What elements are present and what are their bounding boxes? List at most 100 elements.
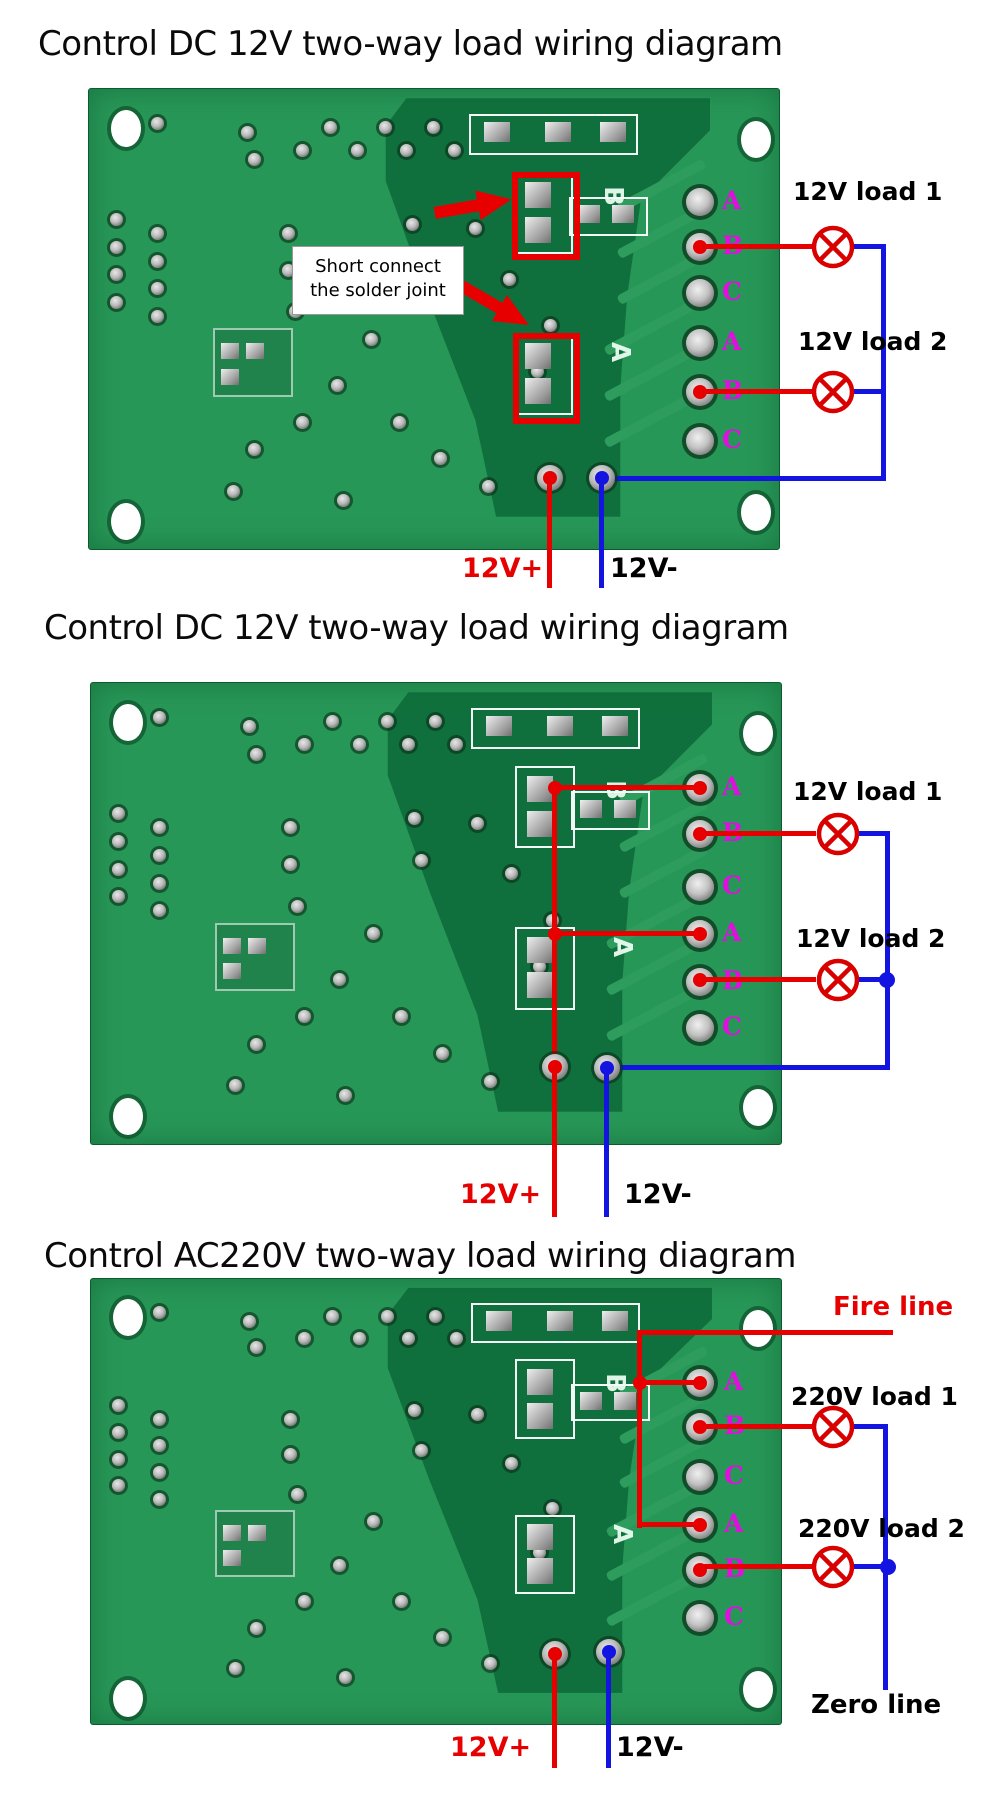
callout-text-line2: the solder joint xyxy=(310,280,446,301)
red-wire-segment xyxy=(700,1564,812,1569)
pcb-pad xyxy=(449,1332,463,1346)
power-negative-label: 12V- xyxy=(624,1179,692,1210)
power-negative-label: 12V- xyxy=(616,1732,684,1763)
pcb-pad xyxy=(282,263,296,277)
pcb-pad xyxy=(399,144,413,158)
pcb-pad xyxy=(242,719,256,733)
pcb-silkscreen-letter-b: B xyxy=(599,1373,630,1393)
terminal-pad xyxy=(686,1014,714,1042)
smd-pad xyxy=(545,121,572,142)
pcb-pad xyxy=(109,296,123,309)
pcb-pad xyxy=(291,899,305,913)
blue-wire-segment xyxy=(599,478,604,588)
pcb-pad xyxy=(470,816,484,830)
pcb-pad xyxy=(298,1594,311,1608)
solder-joint-highlight-box xyxy=(513,333,580,424)
terminal-pad xyxy=(686,1463,714,1491)
pcb-pad xyxy=(153,1465,167,1479)
smd-pad xyxy=(580,1391,603,1410)
pcb-pad xyxy=(401,738,415,752)
pcb-pad xyxy=(284,1448,298,1462)
mounting-hole xyxy=(743,1310,774,1348)
wire-junction-dot xyxy=(693,781,707,795)
red-arrow-icon xyxy=(433,190,512,221)
wire-junction-dot xyxy=(693,1376,707,1390)
pcb-pad xyxy=(284,821,298,835)
pcb-pad xyxy=(337,493,351,507)
pcb-pad xyxy=(240,125,254,139)
pcb-pad xyxy=(284,1412,298,1426)
wire-junction-dot xyxy=(633,1376,647,1390)
power-positive-label: 12V+ xyxy=(450,1732,532,1763)
pcb-pad xyxy=(408,1403,422,1417)
pcb-pad xyxy=(151,227,165,240)
pcb-pad xyxy=(468,222,482,236)
smd-pad xyxy=(527,1558,554,1585)
mounting-hole xyxy=(743,1670,774,1708)
smd-pad xyxy=(527,1402,554,1429)
smd-pad xyxy=(223,1549,242,1566)
pcb-pad xyxy=(323,121,337,135)
smd-pad xyxy=(245,343,264,360)
terminal-label: A xyxy=(722,918,742,947)
pcb-pad xyxy=(249,747,263,761)
smd-pad xyxy=(527,972,554,999)
terminal-label: C xyxy=(722,277,742,306)
relay-footprint xyxy=(215,1510,296,1577)
pcb-pad xyxy=(415,853,429,867)
pcb-pad xyxy=(503,273,516,286)
diagram-title: Control AC220V two-way load wiring diagr… xyxy=(44,1236,796,1276)
pcb-silkscreen-letter-a: A xyxy=(607,1524,637,1545)
pcb-pad xyxy=(351,144,365,158)
solder-joint-highlight-box xyxy=(512,172,580,260)
pcb-pad xyxy=(109,213,123,227)
pcb-pad xyxy=(111,890,125,904)
pcb-pad xyxy=(436,1630,449,1644)
load-label: 220V load 1 xyxy=(791,1382,958,1411)
smd-pad xyxy=(527,1368,554,1395)
power-negative-label: 12V- xyxy=(610,553,678,584)
pcb-pad xyxy=(229,1661,242,1675)
load-label: 12V load 1 xyxy=(793,777,943,806)
pcb-pad xyxy=(406,217,420,231)
blue-wire-segment xyxy=(881,244,886,481)
red-wire-segment xyxy=(700,244,813,249)
pcb-pad xyxy=(484,1074,498,1088)
wire-junction-dot xyxy=(548,927,562,941)
red-wire-segment xyxy=(552,1654,557,1768)
diagram-title: Control DC 12V two-way load wiring diagr… xyxy=(38,24,783,64)
smd-pad xyxy=(614,799,637,818)
smd-pad-cluster xyxy=(568,197,649,236)
smd-pad-cluster xyxy=(570,1383,651,1421)
wire-junction-dot xyxy=(548,781,562,795)
pcb-silkscreen-letter-b: B xyxy=(597,186,628,206)
power-positive-label: 12V+ xyxy=(462,553,544,584)
terminal-label: A xyxy=(722,327,742,356)
pcb-pad xyxy=(429,1310,443,1324)
terminal-pad xyxy=(686,1604,714,1632)
load-lamp-icon xyxy=(811,225,855,269)
mounting-hole xyxy=(741,121,772,159)
red-wire-segment xyxy=(640,1380,703,1385)
solder-jumper-pads xyxy=(515,927,575,1010)
pcb-pad xyxy=(153,1412,167,1426)
pcb-pad xyxy=(227,484,240,498)
relay-footprint xyxy=(215,922,296,992)
blue-wire-segment xyxy=(852,244,886,249)
blue-wire-segment xyxy=(604,1068,609,1217)
pcb-pad xyxy=(505,1457,518,1470)
red-wire-segment xyxy=(637,1522,703,1527)
red-wire-segment xyxy=(700,831,816,836)
terminal-label: C xyxy=(722,871,742,900)
pcb-pad xyxy=(330,378,344,392)
blue-wire-segment xyxy=(607,1065,890,1070)
pcb-pad xyxy=(546,1501,560,1515)
pcb-pad xyxy=(153,821,167,835)
smd-pad xyxy=(223,937,242,954)
terminal-pad xyxy=(686,329,714,357)
pcb-pad xyxy=(249,1037,263,1051)
wire-junction-dot xyxy=(693,1420,707,1434)
terminal-label: B xyxy=(724,1555,745,1583)
